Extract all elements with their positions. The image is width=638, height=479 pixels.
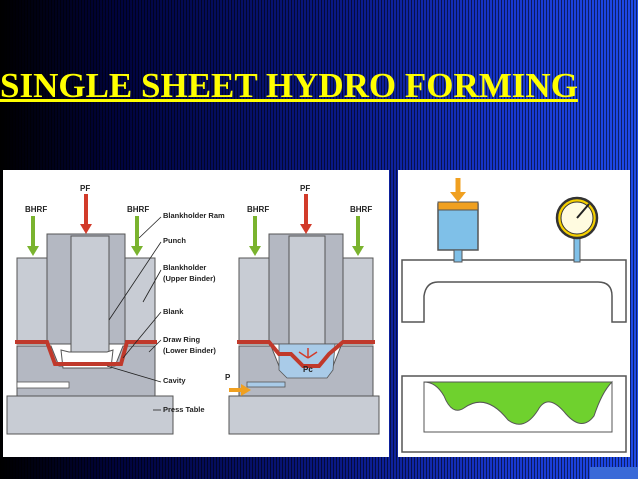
bhrf-arrow-right bbox=[131, 216, 143, 256]
blankholder-left-2 bbox=[238, 257, 270, 345]
press-table bbox=[6, 395, 174, 435]
fluid-pressure-arrow bbox=[229, 384, 251, 396]
fluid-pressure-label: P bbox=[225, 373, 231, 382]
punch-2 bbox=[288, 235, 326, 345]
bhrf-arrow-right-2 bbox=[352, 216, 364, 256]
piston-force-arrow bbox=[450, 178, 466, 202]
formed-sheet-cavity bbox=[423, 380, 613, 433]
diagram-stage-2: BHRF PF BHRF P Pc bbox=[225, 184, 380, 435]
corner-accent bbox=[590, 467, 638, 479]
diagram-stage-1: BHRF PF BHRF Blankholder Ram Punch Blank… bbox=[6, 184, 225, 435]
process-diagram-svg: BHRF PF BHRF Blankholder Ram Punch Blank… bbox=[6, 184, 380, 435]
pf-label-1: PF bbox=[80, 184, 90, 193]
cylinder-pipe bbox=[453, 249, 463, 263]
bhrf-label-1: BHRF bbox=[25, 205, 47, 214]
blank bbox=[15, 340, 157, 366]
bhrf-label-3: BHRF bbox=[247, 205, 269, 214]
blankholder-right bbox=[124, 257, 156, 345]
label-upper-binder: (Upper Binder) bbox=[163, 274, 216, 283]
gauge-needle bbox=[576, 203, 590, 219]
label-cavity: Cavity bbox=[163, 376, 186, 385]
blankholder-left bbox=[16, 257, 48, 345]
fluid-channel-2 bbox=[246, 381, 286, 388]
label-blankholder-ram: Blankholder Ram bbox=[163, 211, 225, 220]
hydroforming-schematic bbox=[398, 170, 630, 457]
label-punch: Punch bbox=[163, 236, 186, 245]
label-blankholder: Blankholder bbox=[163, 263, 206, 272]
leader-lines bbox=[106, 216, 162, 411]
label-blank: Blank bbox=[163, 307, 184, 316]
punch bbox=[70, 235, 110, 355]
label-lower-binder: (Lower Binder) bbox=[163, 346, 216, 355]
blank-2 bbox=[237, 340, 375, 368]
bhrf-label-4: BHRF bbox=[350, 205, 372, 214]
hydraulic-cylinder bbox=[437, 203, 479, 251]
bhrf-label-2: BHRF bbox=[127, 205, 149, 214]
schematic-svg bbox=[401, 178, 627, 453]
pressurized-fluid bbox=[278, 343, 336, 379]
label-press-table: Press Table bbox=[163, 405, 205, 414]
slide-title: SINGLE SHEET HYDRO FORMING bbox=[0, 66, 578, 105]
blankholder-right-2 bbox=[342, 257, 374, 345]
bhrf-arrow-left bbox=[27, 216, 39, 256]
fluid-channel bbox=[16, 381, 70, 389]
cavity-pressure-arrows bbox=[298, 348, 318, 359]
upper-die bbox=[401, 259, 627, 323]
press-table-2 bbox=[228, 395, 380, 435]
piston bbox=[437, 201, 479, 211]
pf-arrow-2 bbox=[300, 194, 312, 234]
hydroforming-process-diagram: BHRF PF BHRF Blankholder Ram Punch Blank… bbox=[3, 170, 389, 457]
cavity-pressure-label: Pc bbox=[303, 365, 313, 374]
pf-arrow bbox=[80, 194, 92, 234]
bhrf-arrow-left-2 bbox=[249, 216, 261, 256]
pf-label-2: PF bbox=[300, 184, 310, 193]
label-draw-ring: Draw Ring bbox=[163, 335, 201, 344]
